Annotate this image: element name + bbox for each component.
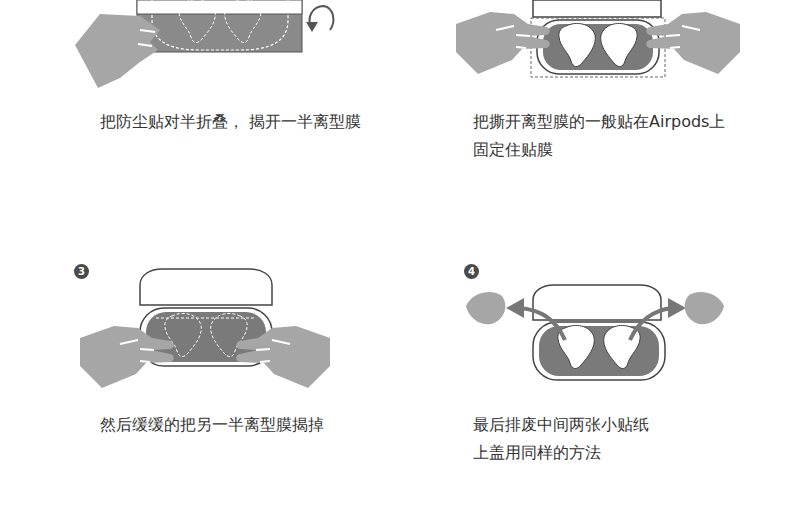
callout-number: 4: [464, 264, 479, 279]
step4-illustration: [466, 285, 724, 380]
step3-illustration: [80, 269, 330, 388]
step1-illustration: [75, 0, 333, 88]
step2-illustration: [456, 0, 740, 77]
callout-number: 3: [74, 264, 89, 279]
step-caption: 最后排废中间两张小贴纸 上盖用同样的方法: [473, 411, 683, 467]
step-caption: 把撕开离型膜的一般贴在Airpods上 固定住贴膜: [473, 108, 773, 164]
step-caption: 然后缓缓的把另一半离型膜揭掉: [100, 411, 400, 439]
step-caption: 把防尘贴对半折叠， 揭开一半离型膜: [100, 108, 390, 136]
